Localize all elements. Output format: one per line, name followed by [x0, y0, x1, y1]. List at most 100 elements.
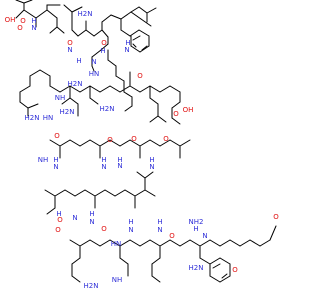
- atom-label-n-47: H2N: [84, 282, 99, 290]
- atom-label-n-56: H2N: [189, 264, 204, 272]
- atom-label-n-39: N: [72, 214, 77, 222]
- bond-52: [115, 75, 125, 82]
- bond-140: [159, 239, 171, 247]
- bond-41: [138, 29, 150, 37]
- bond-84: [61, 97, 71, 105]
- bond-28: [100, 43, 109, 51]
- atom-label-o-32: O: [163, 135, 169, 143]
- bond-62: [79, 85, 91, 93]
- bond-114: [54, 189, 66, 197]
- atom-label-n-21: NH: [38, 156, 49, 164]
- bond-9: [49, 26, 58, 34]
- bond-158: [219, 239, 231, 247]
- bond-56: [124, 105, 133, 112]
- bond-4: [15, 0, 25, 4]
- atom-label-h-10: H: [100, 47, 105, 55]
- atom-label-n-15: H2N: [68, 80, 83, 88]
- bond-6: [35, 9, 48, 19]
- bond-57: [39, 69, 51, 77]
- atom-label-h-53: H: [193, 225, 198, 233]
- bond-66: [119, 85, 131, 93]
- bond-32: [120, 11, 132, 20]
- bond-48: [132, 43, 137, 48]
- bond-130: [136, 171, 146, 179]
- bond-70: [159, 85, 171, 93]
- bond-118: [94, 189, 106, 197]
- bond-138: [139, 239, 151, 247]
- atom-label-n-46: HN: [111, 240, 122, 248]
- bond-160: [239, 239, 251, 247]
- bond-21: [71, 6, 83, 13]
- bond-68: [139, 85, 151, 93]
- bond-169: [219, 257, 231, 265]
- bond-81: [27, 103, 39, 109]
- bond-26: [101, 29, 109, 38]
- bond-61: [69, 85, 81, 93]
- atom-label-o-37: O: [57, 216, 63, 224]
- bond-39: [120, 29, 131, 37]
- bond-129: [144, 171, 154, 179]
- bond-65: [109, 85, 121, 93]
- bond-166: [209, 275, 221, 283]
- bond-132: [79, 239, 91, 247]
- bond-171: [212, 263, 221, 269]
- atom-label-o-4: O: [17, 24, 23, 32]
- bond-105: [149, 139, 161, 147]
- bond-76: [29, 69, 41, 77]
- atom-label-o-36: O: [137, 72, 143, 80]
- bond-40: [129, 29, 140, 37]
- bond-121: [124, 189, 136, 197]
- bond-69: [149, 85, 161, 93]
- bond-167: [219, 275, 231, 283]
- bond-71: [169, 85, 181, 93]
- bond-161: [249, 239, 261, 247]
- bond-96: [59, 139, 71, 147]
- bond-117: [84, 189, 96, 197]
- bond-120: [114, 189, 126, 197]
- atom-label-h-27: H: [117, 156, 122, 164]
- bond-139: [149, 239, 161, 247]
- bond-64: [99, 85, 111, 93]
- bond-122: [134, 189, 146, 197]
- atom-label-n-42: N: [89, 218, 94, 226]
- atom-label-n-50: N: [157, 226, 162, 234]
- atom-label-n-25: N: [101, 163, 106, 171]
- bond-142: [179, 239, 191, 247]
- bond-123: [144, 189, 156, 197]
- bond-layer: [15, 0, 277, 283]
- atom-label-n-19: H2N: [25, 114, 40, 122]
- bond-10: [56, 26, 65, 34]
- bond-75: [171, 117, 181, 125]
- bond-170: [209, 257, 221, 265]
- bond-136: [119, 239, 131, 247]
- atom-label-n-9: N: [91, 58, 96, 66]
- bond-137: [129, 239, 141, 247]
- bond-154: [151, 257, 161, 265]
- bond-98: [79, 139, 91, 147]
- atom-label-o-1: O: [20, 17, 26, 25]
- atom-label-h-8: H: [76, 57, 81, 65]
- atom-label-o-29: O: [131, 135, 137, 143]
- atom-label-n-5: H2N: [78, 10, 93, 18]
- bond-163: [269, 225, 277, 241]
- atom-label-h-13: H: [125, 39, 130, 47]
- bond-67: [129, 85, 141, 93]
- bond-33: [130, 6, 140, 13]
- atom-label-n-23: N: [53, 163, 58, 171]
- atom-label-o-51: O: [169, 232, 175, 240]
- atom-label-o-0: OH: [5, 16, 16, 24]
- bond-103: [129, 139, 141, 147]
- bond-162: [259, 239, 271, 247]
- bond-90: [149, 97, 159, 105]
- atom-label-h-24: H: [101, 156, 106, 164]
- bond-131: [69, 239, 81, 247]
- atom-label-o-26: O: [107, 136, 113, 144]
- bond-29: [91, 49, 102, 58]
- bond-34: [138, 6, 148, 14]
- bond-97: [69, 139, 81, 147]
- atom-label-o-6: O: [67, 39, 73, 47]
- bond-125: [46, 207, 56, 215]
